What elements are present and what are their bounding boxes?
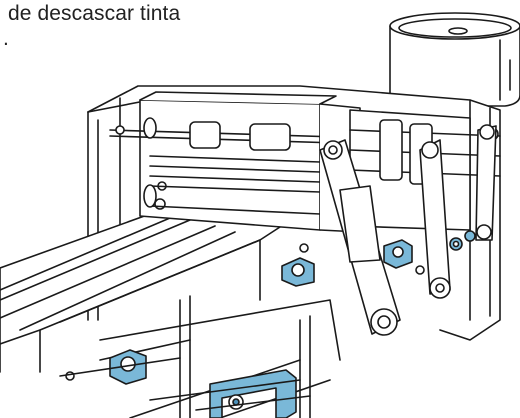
roller-assembly — [109, 91, 371, 233]
shafts — [59, 181, 425, 411]
bearing-blocks — [109, 230, 476, 385]
caption-text: de descascar tinta — [8, 2, 181, 25]
linkage-arms — [319, 124, 497, 336]
lower-bracket — [209, 369, 297, 418]
lower-frame — [99, 295, 341, 418]
ink-tank — [389, 12, 520, 107]
conveyor-belts — [0, 213, 301, 373]
caption-bullet: . — [3, 27, 9, 50]
